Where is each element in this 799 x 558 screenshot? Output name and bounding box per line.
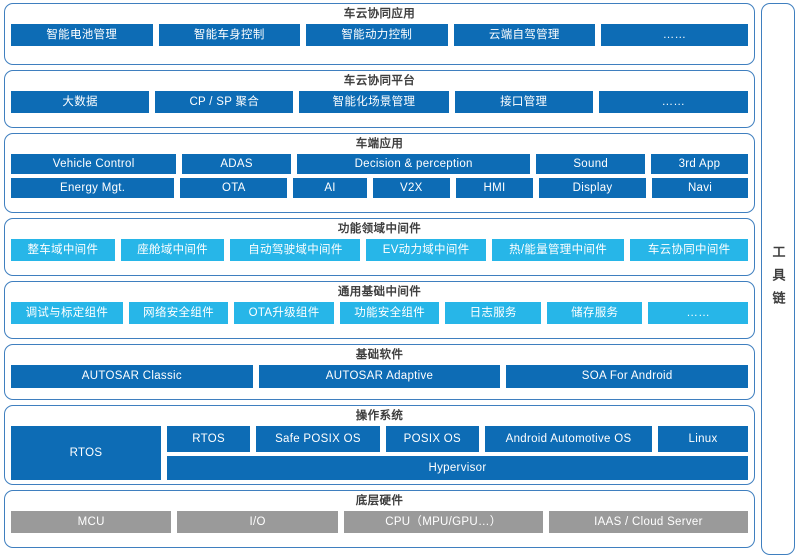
box-row: Energy Mgt. OTA AI V2X HMI Display Navi xyxy=(11,178,748,198)
box-decision-perception[interactable]: Decision & perception xyxy=(296,154,531,174)
box-thermal-energy-management-middleware[interactable]: 热/能量管理中间件 xyxy=(491,239,625,261)
panel-title: 基础软件 xyxy=(355,349,404,361)
layer-stack: 车云协同应用 智能电池管理 智能车身控制 智能动力控制 云端自驾管理 …… 车云… xyxy=(4,3,755,555)
box-v2x[interactable]: V2X xyxy=(372,178,450,198)
box-intelligent-scenario-management[interactable]: 智能化场景管理 xyxy=(299,91,449,113)
box-ev-powertrain-domain-middleware[interactable]: EV动力域中间件 xyxy=(366,239,486,261)
box-intelligent-battery-management[interactable]: 智能电池管理 xyxy=(11,24,153,46)
box-network-security-component[interactable]: 网络安全组件 xyxy=(128,302,229,324)
box-posix-os[interactable]: POSIX OS xyxy=(385,426,479,452)
panel-functional-domain-middleware: 功能领域中间件 整车域中间件 座舱域中间件 自动驾驶域中间件 EV动力域中间件 … xyxy=(4,218,755,276)
toolchain-sidebar: 工具链 xyxy=(761,3,795,555)
box-row: AUTOSAR Classic AUTOSAR Adaptive SOA For… xyxy=(11,365,749,388)
box-big-data[interactable]: 大数据 xyxy=(11,91,150,113)
box-vehicle-control[interactable]: Vehicle Control xyxy=(11,154,177,174)
box-more-ellipsis[interactable]: …… xyxy=(601,24,748,46)
box-row: 智能电池管理 智能车身控制 智能动力控制 云端自驾管理 …… xyxy=(11,24,748,46)
box-row: MCU I/O CPU（MPU/GPU…） IAAS / Cloud Serve… xyxy=(11,511,748,533)
box-cloud-autonomous-driving-management[interactable]: 云端自驾管理 xyxy=(453,24,596,46)
os-right-column: RTOS Safe POSIX OS POSIX OS Android Auto… xyxy=(167,426,749,480)
panel-cloud-vehicle-collaborative-application: 车云协同应用 智能电池管理 智能车身控制 智能动力控制 云端自驾管理 …… xyxy=(4,3,755,65)
panel-title: 底层硬件 xyxy=(355,495,404,507)
box-ota-upgrade-component[interactable]: OTA升级组件 xyxy=(234,302,334,324)
box-rtos-primary[interactable]: RTOS xyxy=(11,426,161,480)
box-row: 调试与标定组件 网络安全组件 OTA升级组件 功能安全组件 日志服务 储存服务 … xyxy=(11,302,749,324)
panel-title: 车端应用 xyxy=(355,138,404,150)
box-intelligent-powertrain-control[interactable]: 智能动力控制 xyxy=(306,24,448,46)
box-hypervisor[interactable]: Hypervisor xyxy=(167,456,748,480)
box-debug-calibration-component[interactable]: 调试与标定组件 xyxy=(11,302,123,324)
box-cp-sp-aggregation[interactable]: CP / SP 聚合 xyxy=(155,91,294,113)
box-mcu[interactable]: MCU xyxy=(11,511,172,533)
box-soa-for-android[interactable]: SOA For Android xyxy=(506,365,749,388)
panel-title: 功能领域中间件 xyxy=(337,223,422,235)
box-cockpit-domain-middleware[interactable]: 座舱域中间件 xyxy=(120,239,225,261)
box-interface-management[interactable]: 接口管理 xyxy=(454,91,593,113)
panel-title: 通用基础中间件 xyxy=(337,286,422,298)
box-row: Vehicle Control ADAS Decision & percepti… xyxy=(11,154,748,174)
box-autonomous-driving-domain-middleware[interactable]: 自动驾驶域中间件 xyxy=(230,239,361,261)
panel-common-basic-middleware: 通用基础中间件 调试与标定组件 网络安全组件 OTA升级组件 功能安全组件 日志… xyxy=(4,281,755,339)
box-ota[interactable]: OTA xyxy=(180,178,288,198)
box-energy-mgt[interactable]: Energy Mgt. xyxy=(11,178,175,198)
box-linux[interactable]: Linux xyxy=(658,426,749,452)
box-row: RTOS Safe POSIX OS POSIX OS Android Auto… xyxy=(167,426,749,452)
box-vehicle-domain-middleware[interactable]: 整车域中间件 xyxy=(11,239,115,261)
box-io[interactable]: I/O xyxy=(177,511,338,533)
box-hmi[interactable]: HMI xyxy=(455,178,534,198)
panel-operating-system: 操作系统 RTOS RTOS Safe POSIX OS POSIX OS An… xyxy=(4,405,755,485)
box-autosar-classic[interactable]: AUTOSAR Classic xyxy=(11,365,253,388)
box-more-ellipsis[interactable]: …… xyxy=(648,302,749,324)
panel-title: 车云协同应用 xyxy=(343,8,416,20)
box-intelligent-body-control[interactable]: 智能车身控制 xyxy=(158,24,301,46)
os-left-column: RTOS xyxy=(11,426,161,480)
box-display[interactable]: Display xyxy=(539,178,647,198)
box-cpu[interactable]: CPU（MPU/GPU…） xyxy=(343,511,543,533)
box-more-ellipsis[interactable]: …… xyxy=(598,91,748,113)
box-3rd-app[interactable]: 3rd App xyxy=(650,154,748,174)
os-layout: RTOS RTOS Safe POSIX OS POSIX OS Android… xyxy=(11,426,749,480)
panel-basic-software: 基础软件 AUTOSAR Classic AUTOSAR Adaptive SO… xyxy=(4,344,755,400)
box-autosar-adaptive[interactable]: AUTOSAR Adaptive xyxy=(258,365,501,388)
panel-title: 操作系统 xyxy=(355,410,404,422)
box-functional-safety-component[interactable]: 功能安全组件 xyxy=(339,302,440,324)
box-rtos-secondary[interactable]: RTOS xyxy=(167,426,251,452)
box-adas[interactable]: ADAS xyxy=(182,154,291,174)
box-log-service[interactable]: 日志服务 xyxy=(445,302,541,324)
panel-vehicle-side-application: 车端应用 Vehicle Control ADAS Decision & per… xyxy=(4,133,755,213)
panel-underlying-hardware: 底层硬件 MCU I/O CPU（MPU/GPU…） IAAS / Cloud … xyxy=(4,490,755,548)
panel-title: 车云协同平台 xyxy=(343,75,416,87)
box-cloud-vehicle-collaborative-middleware[interactable]: 车云协同中间件 xyxy=(630,239,749,261)
box-ai[interactable]: AI xyxy=(293,178,367,198)
toolchain-label: 工具链 xyxy=(770,244,786,314)
box-safe-posix-os[interactable]: Safe POSIX OS xyxy=(256,426,380,452)
box-storage-service[interactable]: 储存服务 xyxy=(546,302,643,324)
box-android-automotive-os[interactable]: Android Automotive OS xyxy=(484,426,653,452)
box-row: 大数据 CP / SP 聚合 智能化场景管理 接口管理 …… xyxy=(11,91,748,113)
box-sound[interactable]: Sound xyxy=(536,154,645,174)
box-iaas-cloud-server[interactable]: IAAS / Cloud Server xyxy=(548,511,748,533)
panel-cloud-vehicle-collaborative-platform: 车云协同平台 大数据 CP / SP 聚合 智能化场景管理 接口管理 …… xyxy=(4,70,755,128)
box-navi[interactable]: Navi xyxy=(652,178,748,198)
box-row: 整车域中间件 座舱域中间件 自动驾驶域中间件 EV动力域中间件 热/能量管理中间… xyxy=(11,239,749,261)
